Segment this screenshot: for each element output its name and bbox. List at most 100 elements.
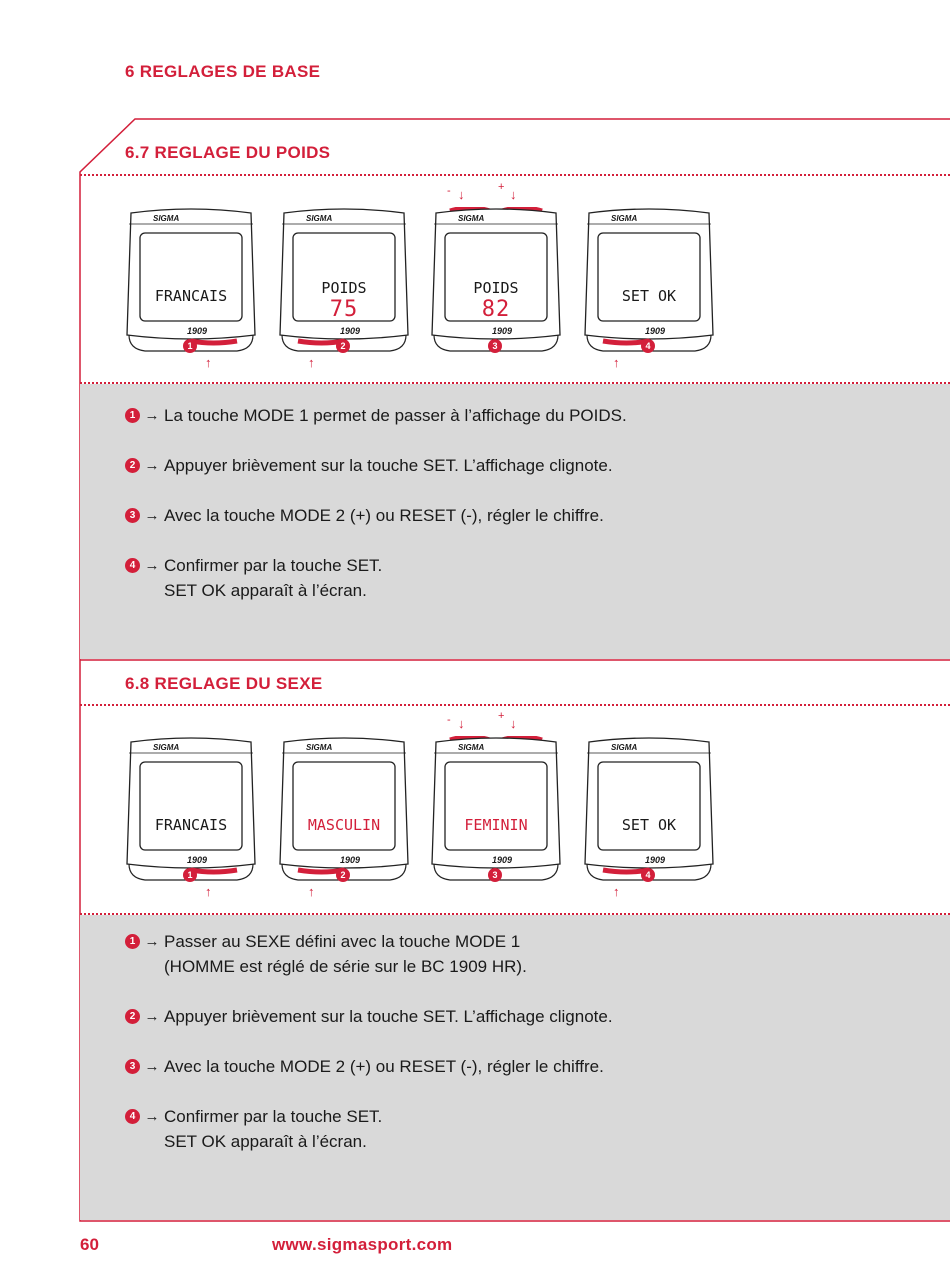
- up-arrow-icon: ↑: [205, 355, 212, 370]
- step-item: 1 →Passer au SEXE défini avec la touche M…: [125, 929, 613, 979]
- up-arrow-icon: ↑: [308, 884, 315, 899]
- right-arrow-icon: →: [144, 557, 160, 574]
- step-item: 4 →Confirmer par la touche SET.SET OK app…: [125, 1104, 613, 1154]
- minus-label: -: [447, 714, 451, 726]
- device-display: SIGMA 1909 FRANCAIS 1: [125, 207, 257, 359]
- model-label: 1909: [645, 326, 666, 336]
- minus-label: -: [447, 185, 451, 197]
- device-display: SIGMA 1909 MASCULIN 2: [278, 736, 410, 888]
- step-item: 2 →Appuyer brièvement sur la touche SET. …: [125, 1004, 613, 1029]
- brand-logo: SIGMA: [153, 214, 180, 223]
- model-label: 1909: [187, 326, 208, 336]
- brand-logo: SIGMA: [306, 743, 333, 752]
- step-number: 2: [125, 1009, 140, 1024]
- up-arrow-icon: ↑: [613, 884, 620, 899]
- brand-logo: SIGMA: [611, 743, 638, 752]
- step-number: 3: [125, 1059, 140, 1074]
- model-label: 1909: [187, 855, 208, 865]
- steps-list-weight: 1→La touche MODE 1 permet de passer à l’…: [125, 403, 627, 628]
- up-arrow-icon: ↑: [205, 884, 212, 899]
- down-arrow-icon: ↓: [510, 716, 517, 731]
- model-label: 1909: [645, 855, 666, 865]
- divider: [80, 174, 950, 176]
- step-badge: 3: [488, 868, 502, 882]
- right-arrow-icon: →: [144, 407, 160, 424]
- model-label: 1909: [340, 326, 361, 336]
- brand-logo: SIGMA: [611, 214, 638, 223]
- brand-logo: SIGMA: [153, 743, 180, 752]
- step-text: Confirmer par la touche SET.SET OK appar…: [164, 556, 383, 600]
- step-text: Confirmer par la touche SET.SET OK appar…: [164, 1107, 383, 1151]
- screen-text: FRANCAIS: [154, 287, 228, 305]
- right-arrow-icon: →: [144, 1108, 160, 1125]
- right-arrow-icon: →: [144, 507, 160, 524]
- step-item: 2 →Appuyer brièvement sur la touche SET. …: [125, 453, 627, 478]
- step-text: Appuyer brièvement sur la touche SET. L’…: [164, 1007, 613, 1026]
- model-label: 1909: [340, 855, 361, 865]
- up-arrow-icon: ↑: [613, 355, 620, 370]
- device-display: SIGMA 1909 SET OK 4: [583, 207, 715, 359]
- step-badge: 2: [336, 339, 350, 353]
- step-badge: 2: [336, 868, 350, 882]
- step-text: Avec la touche MODE 2 (+) ou RESET (-), …: [164, 1057, 604, 1076]
- step-text: Appuyer brièvement sur la touche SET. L’…: [164, 456, 613, 475]
- page-number: 60: [80, 1235, 99, 1254]
- right-arrow-icon: →: [144, 933, 160, 950]
- divider: [80, 382, 950, 384]
- screen-text: FEMININ: [464, 816, 528, 834]
- step-number: 1: [125, 934, 140, 949]
- step-item: 3 →Avec la touche MODE 2 (+) ou RESET (-)…: [125, 1054, 613, 1079]
- device-display: SIGMA 1909 FRANCAIS 1: [125, 736, 257, 888]
- screen-text: MASCULIN: [307, 816, 381, 834]
- step-number: 2: [125, 458, 140, 473]
- steps-list-sex: 1→Passer au SEXE défini avec la touche M…: [125, 929, 613, 1179]
- down-arrow-icon: ↓: [458, 187, 465, 202]
- section-title-sex: 6.8 REGLAGE DU SEXE: [125, 674, 323, 693]
- right-arrow-icon: →: [144, 1058, 160, 1075]
- up-arrow-icon: ↑: [308, 355, 315, 370]
- divider: [80, 913, 950, 915]
- screen-text: SET OK: [621, 816, 677, 834]
- screen-text: POIDS: [473, 279, 519, 297]
- website-link[interactable]: www.sigmasport.com: [272, 1235, 453, 1254]
- divider: [80, 704, 950, 706]
- device-display: SIGMA 1909 FEMININ 3: [430, 736, 562, 888]
- model-label: 1909: [492, 326, 513, 336]
- step-badge: 3: [488, 339, 502, 353]
- chapter-title: 6 REGLAGES DE BASE: [125, 62, 321, 81]
- down-arrow-icon: ↓: [458, 716, 465, 731]
- step-text: Avec la touche MODE 2 (+) ou RESET (-), …: [164, 506, 604, 525]
- step-badge: 4: [641, 868, 655, 882]
- step-text: La touche MODE 1 permet de passer à l’af…: [164, 406, 627, 425]
- right-arrow-icon: →: [144, 1008, 160, 1025]
- step-text: Passer au SEXE défini avec la touche MOD…: [164, 932, 527, 976]
- step-item: 1 →La touche MODE 1 permet de passer à l’…: [125, 403, 627, 428]
- step-item: 4 →Confirmer par la touche SET.SET OK app…: [125, 553, 627, 603]
- screen-text: SET OK: [621, 287, 677, 305]
- step-number: 3: [125, 508, 140, 523]
- step-number: 1: [125, 408, 140, 423]
- step-item: 3 →Avec la touche MODE 2 (+) ou RESET (-)…: [125, 503, 627, 528]
- screen-value: 82: [481, 297, 511, 322]
- step-number: 4: [125, 1109, 140, 1124]
- screen-text: FRANCAIS: [154, 816, 228, 834]
- step-number: 4: [125, 558, 140, 573]
- step-badge: 4: [641, 339, 655, 353]
- down-arrow-icon: ↓: [510, 187, 517, 202]
- right-arrow-icon: →: [144, 457, 160, 474]
- plus-label: +: [498, 710, 505, 722]
- device-display: SIGMA 1909 SET OK 4: [583, 736, 715, 888]
- step-badge: 1: [183, 868, 197, 882]
- brand-logo: SIGMA: [458, 214, 485, 223]
- steps-panel-weight: [80, 384, 950, 659]
- model-label: 1909: [492, 855, 513, 865]
- brand-logo: SIGMA: [458, 743, 485, 752]
- screen-value: 75: [329, 297, 359, 322]
- step-badge: 1: [183, 339, 197, 353]
- brand-logo: SIGMA: [306, 214, 333, 223]
- plus-label: +: [498, 181, 505, 193]
- section-title-weight: 6.7 REGLAGE DU POIDS: [125, 143, 331, 162]
